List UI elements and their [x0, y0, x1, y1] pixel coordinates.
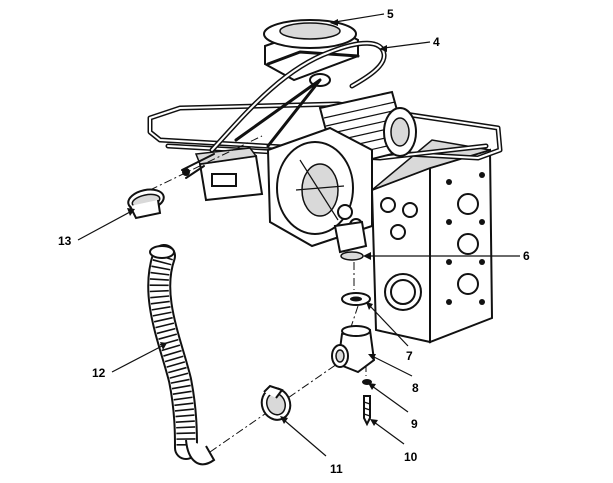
callout-6: 6: [523, 249, 530, 263]
screw: [363, 395, 371, 427]
callout-10: 10: [404, 450, 418, 464]
callout-numbers: 5 4 6 7 8 9 10 11 12 13: [58, 7, 530, 476]
leader-lines: [77, 13, 520, 457]
hose-clamp-lower: [260, 384, 292, 421]
callout-8: 8: [412, 381, 419, 395]
callout-12: 12: [92, 366, 106, 380]
gasket: [341, 292, 371, 306]
callout-7: 7: [406, 349, 413, 363]
hose-clamp-upper: [127, 188, 165, 220]
engine-assembly: [147, 19, 503, 344]
callout-11: 11: [330, 462, 343, 476]
air-cleaner-box: [181, 147, 264, 202]
callout-4: 4: [433, 35, 440, 49]
corrugated-hose: [147, 244, 216, 466]
callout-5: 5: [387, 7, 394, 21]
fuel-line-tubing: [209, 40, 387, 153]
callout-9: 9: [411, 417, 418, 431]
elbow-fitting: [331, 325, 376, 374]
callout-13: 13: [58, 234, 72, 248]
carburetor-outlet: [333, 220, 368, 261]
gearbox-housing: [370, 139, 494, 344]
fan-housing: [266, 126, 373, 248]
fuel-tank-cap: [263, 19, 360, 82]
